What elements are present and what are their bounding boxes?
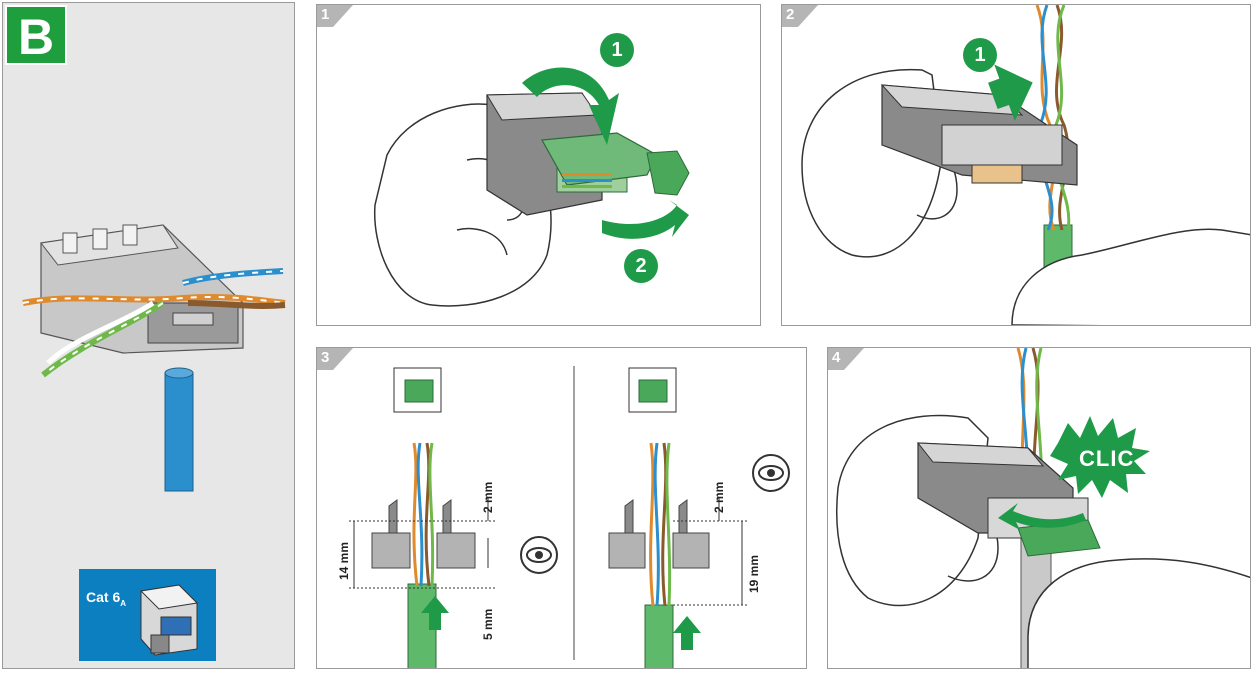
- category-label: Cat 6A: [86, 589, 127, 608]
- step-2-number: 2: [786, 6, 795, 23]
- clic-label: CLIC: [1079, 446, 1135, 471]
- step-1-number: 1: [321, 6, 330, 23]
- section-badge: B: [5, 5, 67, 65]
- step-1-panel: 1 1 2: [316, 4, 761, 326]
- step-1-callout-1: 1: [600, 33, 634, 67]
- dim-left-5mm: 5 mm: [481, 608, 495, 640]
- step-3-number: 3: [321, 349, 330, 366]
- step-3-panel: 3 2 mm 14 mm 5 mm 2 mm 19 mm: [316, 347, 807, 669]
- connector-thumbnail: [139, 584, 199, 656]
- overview-panel: B Cat 6A: [2, 2, 295, 669]
- step-2-panel: 2 1: [781, 4, 1251, 326]
- connector-overview-illustration: [22, 224, 286, 492]
- step-1-callout-2: 2: [624, 249, 658, 283]
- dim-right-2mm: 2 mm: [712, 481, 726, 513]
- dim-left-2mm: 2 mm: [481, 481, 495, 513]
- step-2-callout-1: 1: [963, 38, 997, 72]
- step-1-illustration: [317, 5, 690, 307]
- step-4-illustration: [828, 348, 1250, 668]
- dim-right-19mm: 19 mm: [747, 554, 761, 593]
- dim-left-14mm: 14 mm: [337, 541, 351, 580]
- category-badge: Cat 6A: [79, 569, 216, 661]
- step-3-illustration: [317, 348, 790, 668]
- step-2-illustration: [782, 5, 1250, 325]
- step-4-number: 4: [832, 349, 841, 366]
- step-4-panel: 4 CLIC: [827, 347, 1251, 669]
